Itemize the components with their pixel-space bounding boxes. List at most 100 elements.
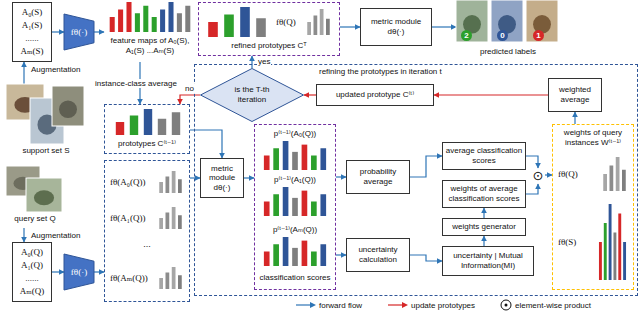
feature-bar — [273, 244, 279, 266]
process-box: weights generator — [442, 218, 526, 236]
connector — [336, 176, 346, 177]
process-box: metric module dθ(·) — [360, 8, 432, 46]
feature-bar — [224, 15, 234, 38]
feature-bar — [178, 275, 182, 289]
legend-arrow — [310, 302, 316, 308]
box-label: fθ(·) — [71, 267, 87, 278]
process-box: uncertainty | Mutual Information(MI) — [442, 246, 534, 276]
group-label: refined prototypes Cᵀ — [231, 41, 307, 51]
edge-label: instance-class average — [94, 79, 178, 88]
connector — [410, 255, 442, 261]
feature-bar — [292, 152, 298, 170]
encoder-shape — [64, 14, 94, 50]
score-item: p⁽ᵗ⁻¹⁾(A₁(Q)) — [258, 174, 332, 218]
scores-group: classification scoresp⁽ᵗ⁻¹⁾(A₀(Q))p⁽ᵗ⁻¹⁾… — [254, 124, 336, 290]
box-label: weights generator — [452, 222, 516, 232]
feature-bar — [273, 194, 279, 216]
group-label: p⁽ᵗ⁻¹⁾(A₁(Q)) — [274, 175, 316, 185]
refined-prototypes-group: refined prototypes Cᵀ fθ(Q) — [198, 2, 340, 56]
iteration-region: refining the prototypes in iteration tis… — [194, 64, 638, 296]
feature-bar — [152, 17, 157, 32]
connector — [410, 156, 442, 177]
feature-bar — [311, 252, 317, 267]
process-box: weighted average — [548, 78, 602, 112]
legend-line — [296, 304, 311, 305]
legend-item: element-wise product — [500, 299, 591, 311]
connector — [336, 254, 346, 255]
feature-bar — [159, 182, 163, 193]
connector — [432, 26, 456, 27]
encoder-trapezoid: fθ(·) — [64, 14, 94, 50]
connector — [52, 31, 64, 32]
feature-item: fθ(Q) — [274, 6, 334, 38]
feature-bar — [264, 202, 270, 217]
legend-item: forward flow — [296, 299, 362, 311]
feature-item: fθ(Aₘ(Q)) — [108, 264, 186, 292]
callout-number: 0 — [497, 30, 508, 41]
callout-number: 1 — [533, 30, 544, 41]
box-label: updated prototype C⁽ᵗ⁾ — [336, 90, 414, 100]
feature-bar — [130, 116, 138, 136]
group-label: weights of query instances W⁽ᵗ⁻¹⁾ — [555, 128, 631, 147]
feature-bar — [307, 22, 311, 35]
process-box: uncertainty calculation — [346, 238, 410, 272]
connector — [434, 94, 548, 95]
group-label: ⊙ — [533, 169, 544, 183]
group-label: query set Q — [14, 214, 55, 224]
box-label: uncertainty | Mutual Information(MI) — [445, 251, 531, 270]
score-item: p⁽ᵗ⁻¹⁾(A₀(Q)) — [258, 128, 332, 172]
group-label: fθ(Aₘ(Q)) — [110, 273, 148, 284]
feature-bar — [603, 174, 607, 191]
legend-arrow — [402, 302, 408, 308]
group-label: fθ(S) — [558, 237, 576, 248]
box-label: metric module dθ(·) — [363, 17, 429, 36]
feature-bar — [302, 241, 308, 266]
feature-item: fθ(S) — [556, 200, 630, 284]
photo — [526, 0, 558, 42]
connector — [526, 184, 538, 194]
group-label: prototypes C⁽ᵗ⁻¹⁾ — [118, 139, 176, 149]
edge-label: no — [184, 84, 195, 93]
feature-bar — [264, 252, 270, 267]
connector — [180, 95, 200, 104]
predicted-images: predicted labels — [456, 0, 560, 62]
feature-bar — [172, 207, 176, 229]
connector — [526, 156, 538, 168]
feature-bar — [135, 13, 140, 32]
feature-bar — [618, 214, 621, 281]
feature-bar — [264, 156, 270, 171]
feature-bar — [166, 177, 170, 194]
feature-bar — [166, 273, 170, 290]
box-label: A₀(S) A₁(S) ...... Aₘ(S) — [15, 6, 49, 58]
feature-bar — [314, 16, 318, 36]
feature-bar — [604, 223, 607, 280]
legend-line — [388, 304, 403, 305]
connector — [23, 228, 24, 242]
feature-bar — [302, 145, 308, 170]
group-label: fθ(Q) — [276, 17, 296, 28]
process-box: average classification scores — [442, 142, 526, 170]
box-label: weighted average — [551, 85, 599, 104]
legend-text: update prototypes — [411, 301, 475, 310]
feature-bar — [240, 7, 250, 37]
process-box: probability average — [346, 160, 410, 194]
feature-bar — [160, 10, 165, 33]
connector — [52, 271, 64, 272]
feature-bar — [166, 213, 170, 230]
feature-bar — [320, 194, 326, 216]
group-label: predicted labels — [480, 47, 536, 57]
box-label: A₀(Q) A₁(Q) ...... Aₘ(Q) — [15, 246, 49, 298]
group-label: p⁽ᵗ⁻¹⁾(A₀(Q)) — [274, 129, 317, 139]
callout-number: 2 — [461, 30, 472, 41]
feature-bar — [302, 191, 308, 216]
feature-item: fθ(A₀(Q)) — [108, 168, 186, 196]
feature-bar — [256, 18, 266, 37]
feature-bar — [185, 6, 190, 32]
connector — [94, 271, 104, 272]
box-label: weights of average classification scores — [445, 184, 523, 203]
encoder-trapezoid: fθ(·) — [64, 254, 94, 290]
feature-bar — [320, 9, 324, 35]
feature-bar — [144, 109, 152, 135]
feature-bar — [172, 171, 176, 193]
